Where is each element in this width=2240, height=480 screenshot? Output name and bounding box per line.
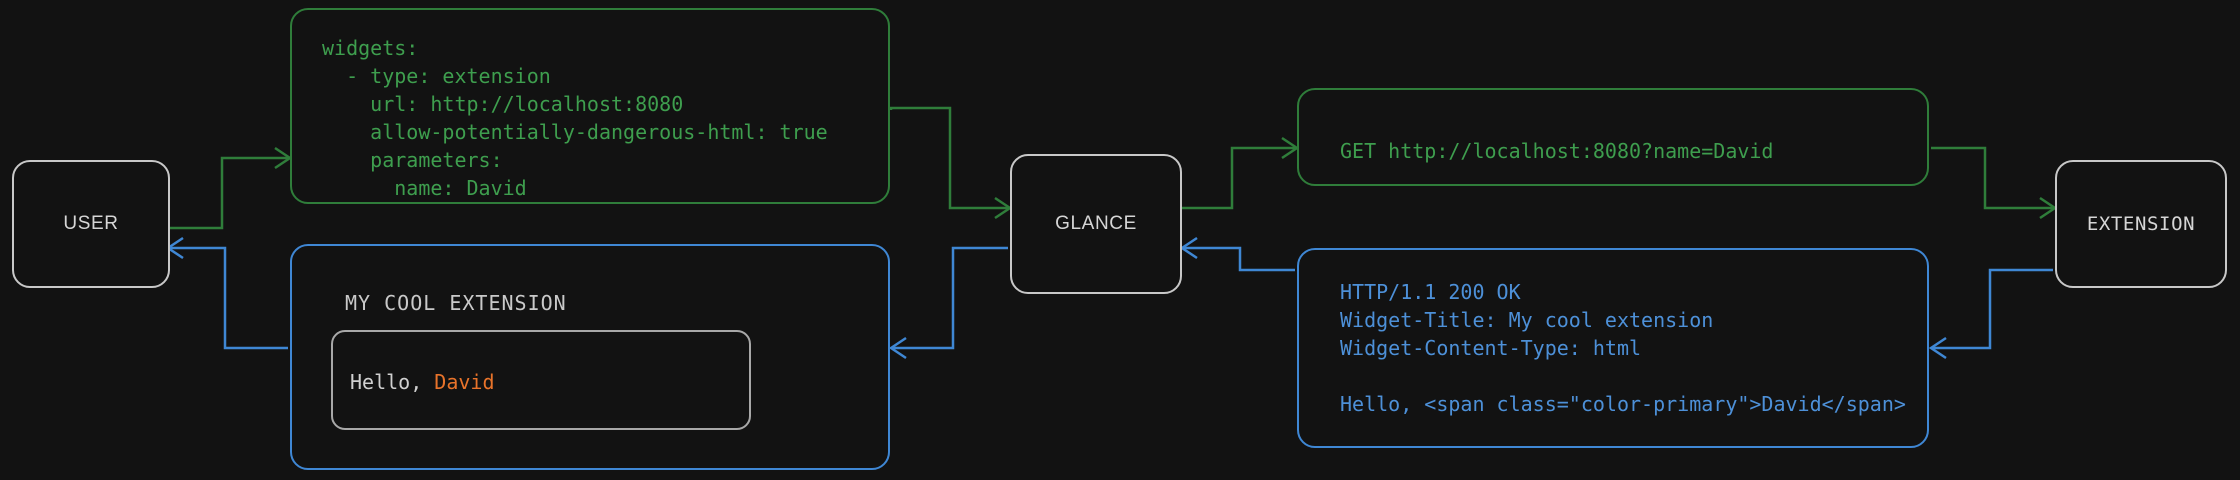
widget-preview-card[interactable] <box>331 330 751 430</box>
edge-extension-to-response <box>1928 268 2053 360</box>
edge-request-to-extension <box>1931 146 2058 220</box>
edge-user-to-config <box>170 146 293 230</box>
node-http-request[interactable] <box>1297 88 1929 186</box>
widget-preview-greeting: Hello, <box>350 370 435 394</box>
node-extension[interactable]: EXTENSION <box>2055 160 2227 288</box>
node-extension-label: EXTENSION <box>2086 213 2196 235</box>
edge-glance-to-widget <box>888 246 1008 360</box>
node-glance-label: GLANCE <box>1055 213 1137 234</box>
node-user[interactable]: USER <box>12 160 170 288</box>
edge-response-to-glance <box>1179 236 1295 272</box>
widget-preview-title: MY COOL EXTENSION <box>345 291 567 315</box>
http-response-text: HTTP/1.1 200 OK Widget-Title: My cool ex… <box>1340 280 1906 416</box>
config-yaml-text: widgets: - type: extension url: http://l… <box>322 36 828 200</box>
widget-preview-name: David <box>434 370 495 394</box>
edge-widget-to-user <box>165 236 288 350</box>
widget-preview-body: Hello, David <box>350 370 495 394</box>
http-request-text: GET http://localhost:8080?name=David <box>1340 139 1774 163</box>
node-user-label: USER <box>63 213 119 234</box>
node-http-response[interactable] <box>1297 248 1929 448</box>
edge-glance-to-request <box>1182 136 1300 210</box>
node-glance[interactable]: GLANCE <box>1010 154 1182 294</box>
node-config[interactable] <box>290 8 890 204</box>
edge-config-to-glance <box>889 106 1013 220</box>
